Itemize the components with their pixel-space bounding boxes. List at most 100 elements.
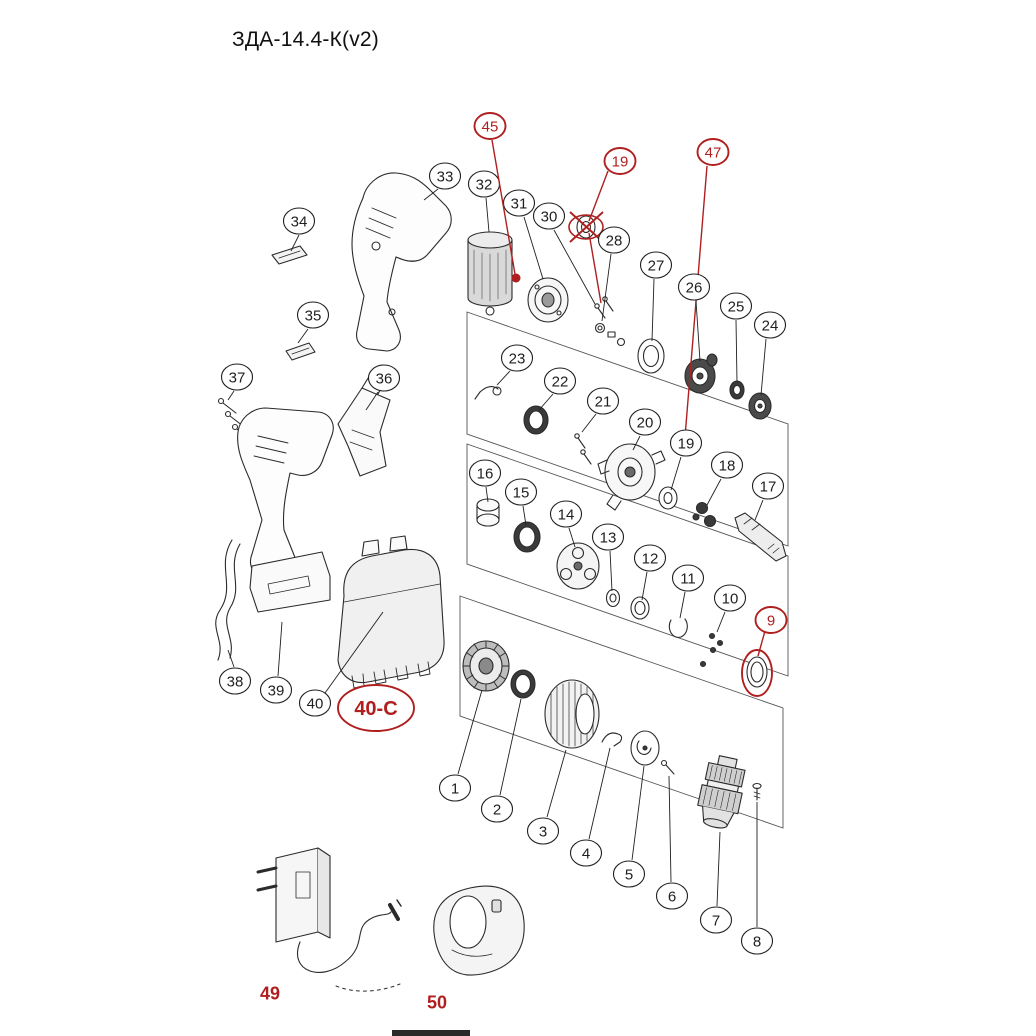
part-12-washer: [630, 596, 650, 620]
callout-27: 27: [639, 251, 673, 342]
callout-16: 16: [468, 459, 502, 503]
part-7-chuck: [697, 755, 746, 829]
part-3-clutch-collar: [544, 679, 600, 749]
svg-text:38: 38: [227, 673, 244, 690]
svg-text:9: 9: [767, 612, 775, 629]
svg-text:3: 3: [539, 823, 547, 840]
svg-text:36: 36: [376, 370, 393, 387]
svg-text:12: 12: [642, 550, 659, 567]
svg-text:7: 7: [712, 912, 720, 929]
svg-text:30: 30: [541, 208, 558, 225]
svg-text:50: 50: [427, 992, 447, 1012]
svg-text:21: 21: [595, 393, 612, 410]
part-34-clip: [271, 245, 308, 265]
callout-17: 17: [751, 472, 785, 521]
callout-6: 6: [655, 775, 689, 910]
part-18-pinions: [692, 501, 717, 528]
svg-text:25: 25: [728, 298, 745, 315]
part-31-bearing-plate: [527, 277, 569, 323]
callout-26: 26: [677, 273, 711, 362]
callout-19: 19: [588, 147, 637, 304]
callout-13: 13: [591, 523, 625, 592]
svg-text:45: 45: [482, 118, 499, 135]
part-33-rear-housing: [351, 172, 452, 352]
part-28-washers: [594, 322, 626, 347]
svg-text:47: 47: [705, 144, 722, 161]
callout-34: 34: [282, 207, 316, 252]
callout-15: 15: [504, 478, 538, 526]
callout-24: 24: [753, 311, 787, 396]
svg-text:19: 19: [612, 153, 629, 170]
part-27-washer: [637, 338, 665, 374]
svg-text:15: 15: [513, 484, 530, 501]
part-16-spacer: [476, 498, 500, 527]
svg-text:10: 10: [722, 590, 739, 607]
bottom-artifact: [392, 1030, 470, 1036]
red-annotation-ellipse: [741, 649, 773, 697]
svg-text:35: 35: [305, 307, 322, 324]
part-21-screws: [574, 433, 592, 465]
part-13-washer: [605, 588, 621, 608]
callout-5: 5: [612, 765, 646, 888]
callout-20: 20: [628, 408, 662, 451]
part-1-cap: [462, 640, 510, 692]
svg-text:37: 37: [229, 369, 246, 386]
part-25-washer: [729, 380, 745, 400]
callout-21: 21: [581, 387, 620, 433]
callout-40: 40: [298, 611, 384, 717]
callout-47: 47: [684, 138, 730, 438]
callout-35: 35: [296, 301, 330, 344]
svg-text:13: 13: [600, 529, 617, 546]
svg-text:17: 17: [760, 478, 777, 495]
part-50-charger-base: [433, 885, 525, 976]
callout-38: 38: [218, 649, 252, 695]
svg-text:14: 14: [558, 506, 575, 523]
svg-text:39: 39: [268, 682, 285, 699]
part-35-clip: [285, 342, 316, 361]
callout-31: 31: [502, 189, 544, 280]
callout-39: 39: [259, 621, 293, 704]
callout-50: 50: [427, 992, 447, 1012]
part-2-ring: [510, 669, 536, 699]
svg-text:40-C: 40-C: [354, 698, 397, 720]
callout-10: 10: [713, 584, 747, 633]
part-8-screw: [752, 782, 762, 801]
svg-text:6: 6: [668, 888, 676, 905]
part-10-pins: [699, 632, 724, 668]
svg-text:4: 4: [582, 845, 590, 862]
svg-text:1: 1: [451, 780, 459, 797]
callout-3: 3: [526, 749, 567, 845]
exploded-planes: [459, 311, 789, 829]
part-5-disc: [630, 730, 660, 766]
callout-33: 33: [423, 162, 462, 201]
callout-8: 8: [740, 802, 774, 955]
svg-text:18: 18: [719, 457, 736, 474]
callout-32: 32: [467, 170, 501, 233]
svg-text:19: 19: [678, 435, 695, 452]
part-6-screw: [660, 759, 675, 775]
svg-text:31: 31: [511, 195, 528, 212]
svg-text:33: 33: [437, 168, 454, 185]
svg-text:28: 28: [606, 232, 623, 249]
part-49-charger-adapter: [256, 847, 402, 992]
part-20-gearbox: [597, 443, 666, 511]
callout-9: 9: [754, 606, 788, 657]
part-15-ring-gear: [513, 521, 541, 553]
svg-text:2: 2: [493, 801, 501, 818]
svg-text:22: 22: [552, 373, 569, 390]
callout-25: 25: [719, 292, 753, 383]
callout-4: 4: [569, 747, 611, 867]
part-4-clip: [601, 732, 623, 747]
svg-text:27: 27: [648, 257, 665, 274]
part-26-gear: [684, 353, 718, 394]
svg-text:11: 11: [680, 570, 696, 587]
callout-23: 23: [496, 344, 534, 386]
svg-text:24: 24: [762, 317, 779, 334]
svg-text:26: 26: [686, 279, 703, 296]
svg-text:16: 16: [477, 465, 494, 482]
callout-40-C: 40-C: [337, 684, 415, 732]
red-annotation-line: [569, 211, 604, 243]
